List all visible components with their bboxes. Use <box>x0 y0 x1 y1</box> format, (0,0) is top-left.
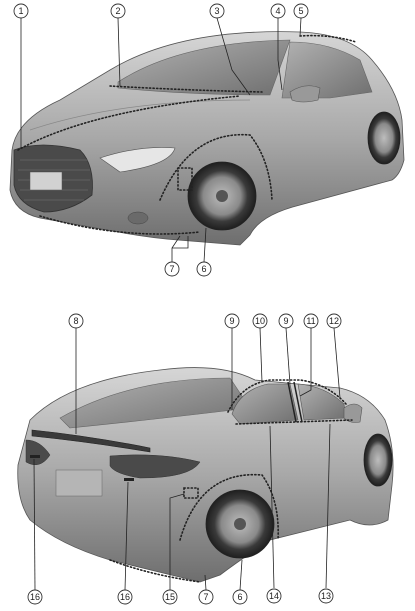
reflector-left <box>30 455 40 458</box>
callout-15: 15 <box>162 589 178 605</box>
hood-dotted-edge <box>17 95 241 151</box>
callout-6-rear: 6 <box>232 589 248 605</box>
svg-text:15: 15 <box>165 592 175 602</box>
svg-text:13: 13 <box>321 591 331 601</box>
roof-dotted-edge <box>299 34 357 43</box>
svg-text:5: 5 <box>298 6 303 16</box>
rear-car <box>17 367 394 583</box>
rear-wheel-front-view <box>367 111 401 165</box>
rear-view-mirror <box>343 403 363 423</box>
callout-7: 7 <box>164 261 180 277</box>
svg-text:9: 9 <box>283 316 288 326</box>
window-frame-dotted <box>227 379 347 413</box>
callout-11: 11 <box>303 313 319 329</box>
svg-text:3: 3 <box>214 6 219 16</box>
belt-line-dotted <box>235 419 353 425</box>
svg-text:16: 16 <box>30 592 40 602</box>
svg-text:11: 11 <box>306 316 315 326</box>
door-mirror <box>289 85 321 103</box>
rear-dotted-box <box>183 487 199 499</box>
svg-text:14: 14 <box>269 591 279 601</box>
svg-text:8: 8 <box>73 316 78 326</box>
rear-plate-area <box>55 469 103 497</box>
front-wheel-rear-view <box>363 433 393 487</box>
side-window <box>281 41 373 99</box>
callout-8: 8 <box>68 313 84 329</box>
front-car <box>9 31 405 246</box>
callout-2: 2 <box>110 3 126 19</box>
rear-bumper-dotted <box>109 559 201 583</box>
callout-9b: 9 <box>278 313 294 329</box>
front-leaders <box>20 17 302 263</box>
svg-text:2: 2 <box>115 6 120 16</box>
fog-lamp <box>127 211 149 225</box>
svg-text:10: 10 <box>255 316 265 326</box>
callout-16a: 16 <box>117 589 133 605</box>
svg-text:4: 4 <box>275 6 280 16</box>
callout-13: 13 <box>318 588 334 604</box>
rear-leaders <box>33 327 341 591</box>
right-taillight <box>109 454 201 479</box>
svg-text:12: 12 <box>329 316 339 326</box>
rear-side-window <box>231 383 299 425</box>
callout-5: 5 <box>293 3 309 19</box>
svg-text:6: 6 <box>201 264 206 274</box>
callout-1: 1 <box>13 3 29 19</box>
front-callouts: 1 2 3 4 5 6 7 <box>13 3 309 277</box>
svg-text:1: 1 <box>18 6 23 16</box>
callout-7-rear: 7 <box>198 589 214 605</box>
callout-4: 4 <box>270 3 286 19</box>
svg-text:7: 7 <box>203 592 208 602</box>
left-taillight <box>25 439 51 466</box>
svg-text:9: 9 <box>229 316 234 326</box>
callout-9a: 9 <box>224 313 240 329</box>
callout-12: 12 <box>326 313 342 329</box>
callout-10: 10 <box>252 313 268 329</box>
svg-text:7: 7 <box>169 264 174 274</box>
license-plate <box>29 171 63 191</box>
front-dotted-box <box>177 167 193 191</box>
callout-3: 3 <box>209 3 225 19</box>
bumper-dotted-edge <box>39 215 201 235</box>
callout-6: 6 <box>196 261 212 277</box>
svg-text:16: 16 <box>120 592 130 602</box>
cowl-dotted-edge <box>109 85 263 93</box>
rear-callouts: 8 9 10 9 11 12 13 14 6 7 15 16 16 <box>27 313 342 605</box>
headlight <box>99 147 176 173</box>
reflector-right <box>124 478 134 481</box>
rear-spoiler <box>31 429 151 453</box>
callout-14: 14 <box>266 588 282 604</box>
svg-text:6: 6 <box>237 592 242 602</box>
windshield <box>117 39 291 96</box>
callout-16b: 16 <box>27 589 43 605</box>
